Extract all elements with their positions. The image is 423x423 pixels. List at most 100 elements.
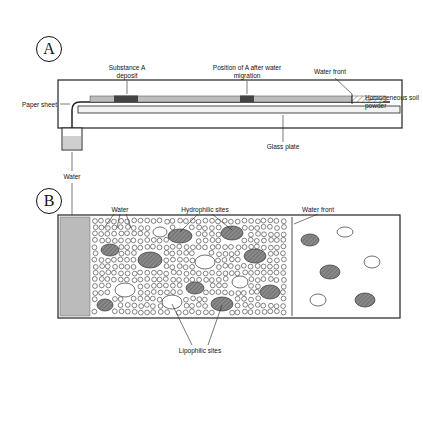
- lipophilic-site: [153, 227, 167, 237]
- water-bubble: [228, 264, 233, 269]
- water-bubble: [281, 232, 286, 237]
- water-bubble: [99, 225, 104, 230]
- water-bubble: [132, 245, 137, 250]
- water-reservoir: [60, 217, 90, 316]
- water-bubble: [170, 251, 175, 256]
- water-bubble: [105, 264, 110, 269]
- water: [63, 136, 81, 149]
- water-bubble: [124, 277, 129, 282]
- water-bubble: [112, 270, 117, 275]
- water-bubble: [184, 303, 189, 308]
- water-bubble: [267, 224, 272, 229]
- water-bubble: [268, 218, 273, 223]
- water-bubble: [145, 231, 150, 236]
- water-bubble: [151, 304, 156, 309]
- water-bubble: [138, 290, 143, 295]
- water-bubble: [197, 297, 202, 302]
- water-bubble: [93, 225, 98, 230]
- water-bubble: [93, 265, 98, 270]
- water-bubble: [118, 277, 123, 282]
- water-bubble: [119, 238, 124, 243]
- water-bubble: [216, 258, 221, 263]
- water-bubble: [157, 218, 162, 223]
- water-bubble: [131, 238, 136, 243]
- water-bubble: [145, 296, 150, 301]
- water-bubble: [125, 245, 130, 250]
- water-bubble: [145, 284, 150, 289]
- water-bubble: [105, 231, 110, 236]
- water-bubble: [157, 238, 162, 243]
- water-bubble: [216, 225, 221, 230]
- water-bubble: [254, 244, 259, 249]
- hydrophilic-site: [260, 285, 280, 299]
- water-bubble: [281, 264, 286, 269]
- water-bubble: [170, 265, 175, 270]
- water-bubble: [282, 225, 287, 230]
- panel-letter: A: [36, 36, 62, 62]
- water-bubble: [177, 283, 182, 288]
- lipophilic-site: [162, 295, 182, 309]
- water-bubble: [196, 310, 201, 315]
- paper-sheet: [72, 102, 390, 145]
- water-bubble: [106, 226, 111, 231]
- water-bubble: [157, 277, 162, 282]
- water-bubble: [268, 309, 273, 314]
- water-bubble: [118, 225, 123, 230]
- water-bubble: [106, 258, 111, 263]
- soil-particles: [92, 218, 380, 315]
- water-bubble: [131, 225, 136, 230]
- water-bubble: [203, 310, 208, 315]
- water-bubble: [183, 310, 188, 315]
- water-bubble: [93, 231, 98, 236]
- water-bubble: [170, 283, 175, 288]
- water-bubble: [178, 290, 183, 295]
- water-bubble: [92, 309, 97, 314]
- water-bubble: [241, 263, 246, 268]
- water-bubble: [164, 258, 169, 263]
- water-bubble: [106, 238, 111, 243]
- label: Substance A deposit: [103, 64, 151, 79]
- water-bubble: [164, 237, 169, 242]
- water-bubble: [125, 225, 130, 230]
- hydrophilic-site: [101, 244, 119, 256]
- water-bubble: [204, 277, 209, 282]
- water-bubble: [196, 245, 201, 250]
- water-bubble: [275, 245, 280, 250]
- water-bubble: [249, 297, 254, 302]
- water-bubble: [210, 238, 215, 243]
- water-bubble: [119, 271, 124, 276]
- water-bubble: [197, 225, 202, 230]
- water-bubble: [119, 231, 124, 236]
- water-bubble: [170, 225, 175, 230]
- water-bubble: [217, 271, 222, 276]
- water-bubble: [190, 309, 195, 314]
- water-bubble: [99, 277, 104, 282]
- water-bubble: [164, 250, 169, 255]
- water-bubble: [229, 252, 234, 257]
- lipophilic-site: [115, 283, 135, 297]
- water-bubble: [275, 226, 280, 231]
- water-bubble: [190, 264, 195, 269]
- water-bubble: [125, 231, 130, 236]
- water-bubble: [229, 257, 234, 262]
- water-bubble: [255, 289, 260, 294]
- water-bubble: [216, 238, 221, 243]
- water-bubble: [131, 265, 136, 270]
- water-bubble: [118, 257, 123, 262]
- lipophilic-site: [232, 276, 248, 288]
- label: Water: [52, 173, 92, 181]
- water-bubble: [216, 219, 221, 224]
- water-bubble: [222, 258, 227, 263]
- panel-letter-text: B: [44, 192, 55, 210]
- water-bubble: [241, 291, 246, 296]
- water-bubble: [132, 309, 137, 314]
- water-bubble: [177, 264, 182, 269]
- water-bubble: [93, 219, 98, 224]
- hydrophilic-site: [221, 226, 243, 240]
- water-bubble: [106, 270, 111, 275]
- water-bubble: [249, 283, 254, 288]
- water-bubble: [204, 290, 209, 295]
- water-bubble: [281, 284, 286, 289]
- water-bubble: [132, 251, 137, 256]
- water-bubble: [196, 271, 201, 276]
